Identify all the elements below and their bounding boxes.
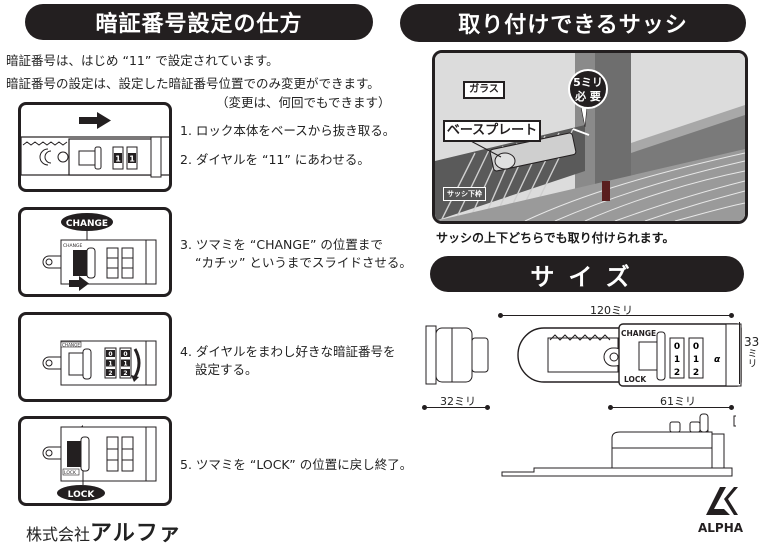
change-label: CHANGE (621, 329, 656, 338)
step-3-line-1: 3. ツマミを “CHANGE” の位置まで (180, 237, 383, 252)
dial-digit: 0 (123, 351, 127, 358)
gap-required-text: 必 要 (575, 90, 601, 103)
dial-digit: 1 (123, 361, 127, 368)
sash-title: 取り付けできるサッシ (458, 13, 688, 38)
alpha-mark-icon: α (714, 355, 721, 365)
intro-line-2: 暗証番号の設定は、設定した暗証番号位置でのみ変更ができます。 (6, 76, 380, 91)
top-view: CHANGE LOCK 0 1 2 0 1 2 α (517, 323, 742, 387)
gap-value: 5ミリ (573, 76, 603, 89)
label-base-plate: ベースプレート (443, 120, 541, 142)
gap-arrow-icon (572, 128, 590, 136)
sash-caption: サッシの上下どちらでも取り付けられます。 (436, 231, 675, 245)
size-header: サイズ (430, 256, 744, 292)
alpha-logo: ALPHA (698, 483, 744, 535)
gap-required-badge: 5ミリ 必 要 (568, 69, 608, 109)
dial-column-1: 0 1 2 (104, 347, 117, 379)
step-4-line-2: 設定する。 (195, 362, 258, 377)
step-1-text: 1. ロック本体をベースから抜き取る。 (180, 123, 396, 138)
size-diagram-side (501, 413, 736, 477)
dial-digit: 2 (123, 370, 127, 377)
lock-label: LOCK (624, 375, 647, 384)
change-small-label: CHANGE (63, 243, 82, 249)
dial-digit: 1 (108, 361, 112, 368)
length-dimension-line (498, 313, 734, 318)
dial-digit: 0 (108, 351, 112, 358)
alpha-logo-word: ALPHA (698, 521, 744, 535)
step-3-line-2: “カチッ” というまでスライドさせる。 (195, 255, 412, 270)
lock-badge-label: LOCK (68, 490, 96, 500)
lock-small-label: LOCK (64, 470, 77, 476)
height-dimension: 33 ミリ (744, 336, 759, 368)
dial-2: 1 (129, 155, 135, 164)
length-dimension: 120ミリ (590, 304, 633, 317)
height-value: 33 (744, 335, 760, 349)
step-5-text: 5. ツマミを “LOCK” の位置に戻し終了。 (180, 457, 413, 472)
step3-illustration: CHANGE CHANGE (18, 207, 172, 297)
sash-installation-photo: ガラス ベースプレート サッシ下枠 5ミリ 必 要 (432, 50, 748, 224)
alpha-logo-mark-icon (706, 487, 738, 515)
dial-digit: 0 (693, 342, 699, 352)
change-badge-label: CHANGE (66, 219, 108, 229)
step-3-text: 3. ツマミを “CHANGE” の位置まで “カチッ” というまでスライドさせ… (180, 236, 412, 272)
body-length-dimension-line (608, 405, 734, 410)
step1-illustration: 1 1 (18, 102, 172, 192)
width-dimension: 32ミリ (440, 395, 476, 408)
step-2-text: 2. ダイヤルを “11” にあわせる。 (180, 152, 370, 167)
width-dimension-line (422, 405, 490, 410)
height-unit: ミリ (745, 348, 756, 368)
intro-line-1: 暗証番号は、はじめ “11” で設定されています。 (6, 53, 279, 68)
dial-digit: 1 (693, 355, 699, 365)
dial-column-2: 0 1 2 (119, 347, 132, 379)
step-4-line-1: 4. ダイヤルをまわし好きな暗証番号を (180, 344, 396, 359)
body-length-dimension: 61ミリ (660, 395, 696, 408)
step4-illustration: CHANGE 0 1 2 0 1 2 (18, 312, 172, 402)
dial-digit: 2 (693, 368, 699, 378)
company-name: 株式会社アルファ (26, 515, 182, 543)
howto-title: 暗証番号設定の仕方 (95, 12, 303, 37)
company-brand: アルファ (90, 521, 182, 543)
company-prefix: 株式会社 (26, 525, 91, 543)
lock-badge (57, 485, 105, 501)
label-glass: ガラス (463, 81, 505, 99)
end-view (425, 325, 489, 385)
intro-line-3: （変更は、何回でもできます） (216, 95, 391, 110)
height-dimension-line (739, 322, 740, 384)
dial-digit: 1 (674, 355, 680, 365)
change-badge (61, 213, 113, 231)
howto-header: 暗証番号設定の仕方 (25, 4, 373, 40)
change-small-label: CHANGE (62, 342, 80, 347)
arrow-right-icon (79, 112, 111, 129)
dial-digit: 2 (108, 370, 112, 377)
step5-illustration: LOCK LOCK (18, 416, 172, 506)
rotate-arrow-icon (133, 348, 141, 378)
label-sash-frame: サッシ下枠 (443, 187, 486, 201)
dial-digit: 2 (674, 368, 680, 378)
dial-digit: 0 (674, 342, 680, 352)
sash-header: 取り付けできるサッシ (400, 4, 746, 42)
arrow-right-icon (69, 276, 89, 291)
size-diagram-top: CHANGE LOCK 0 1 2 0 1 2 α (425, 323, 742, 387)
step-4-text: 4. ダイヤルをまわし好きな暗証番号を 設定する。 (180, 343, 396, 379)
size-title: サイズ (530, 262, 644, 291)
dial-1: 1 (115, 155, 121, 164)
